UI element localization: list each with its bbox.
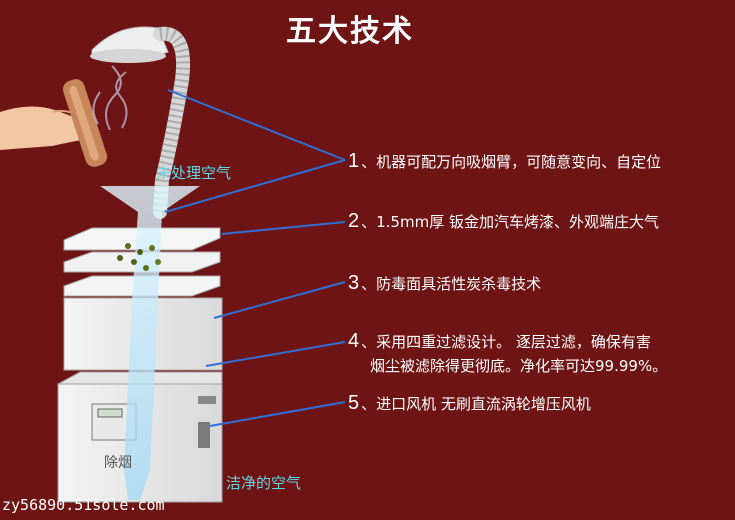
machine-name-label: 除烟 [104,455,132,471]
feature-number: 4 [348,330,360,352]
smoke-particles [117,243,161,271]
feature-4: 4、采用四重过滤设计。 逐层过滤，确保有害 烟尘被滤除得更彻底。净化率可达99.… [348,330,667,376]
feature-text-line2: 烟尘被滤除得更彻底。净化率可达99.99%。 [370,357,668,375]
untreated-air-label: 未处理空气 [156,164,232,182]
feature-number: 2 [348,210,360,232]
feature-3: 3、防毒面具活性炭杀毒技术 [348,272,541,295]
feature-number: 5 [348,392,360,414]
airflow-stream [100,186,200,500]
suction-hood [90,26,169,63]
feature-text: 、进口风机 无刷直流涡轮增压风机 [361,395,591,413]
feature-1: 1、机器可配万向吸烟臂，可随意变向、自定位 [348,150,661,173]
hand-illustration [0,79,108,167]
feature-number: 3 [348,272,360,294]
feature-text: 、1.5mm厚 钣金加汽车烤漆、外观端庄大气 [361,213,659,231]
flexible-arm [153,26,190,219]
page-title: 五大技术 [286,14,414,49]
feature-text: 、采用四重过滤设计。 逐层过滤，确保有害 [361,333,651,351]
feature-text: 、防毒面具活性炭杀毒技术 [361,275,542,293]
leader-lines [164,89,346,427]
smoke-wisps [92,65,128,131]
clean-air-label: 洁净的空气 [226,474,302,492]
filter-stack [63,227,223,371]
feature-text: 、机器可配万向吸烟臂，可随意变向、自定位 [361,153,662,171]
watermark-text: zy56890.51sole.com [2,496,165,514]
feature-5: 5、进口风机 无刷直流涡轮增压风机 [348,392,591,415]
feature-2: 2、1.5mm厚 钣金加汽车烤漆、外观端庄大气 [348,210,659,233]
feature-number: 1 [348,150,360,172]
